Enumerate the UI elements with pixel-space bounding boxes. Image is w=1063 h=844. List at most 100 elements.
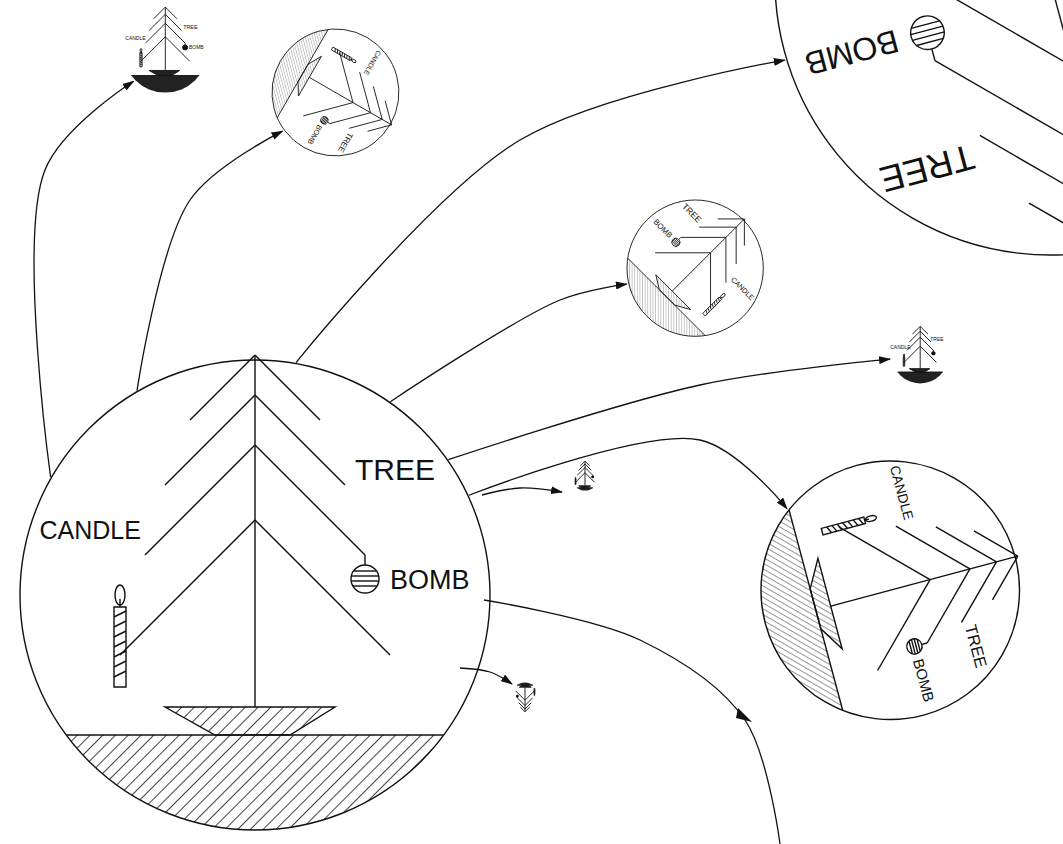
circle-outline bbox=[599, 172, 792, 365]
tree-base bbox=[165, 707, 335, 735]
branch bbox=[579, 464, 585, 470]
tree-base bbox=[579, 486, 591, 488]
tree-circle: CANDLETREEBOMB bbox=[272, 29, 399, 156]
candle-stripe bbox=[848, 520, 853, 527]
tree-label: CANDLE bbox=[887, 464, 915, 522]
candle-stripe bbox=[114, 611, 126, 617]
tree-group bbox=[884, 326, 956, 396]
candle-stripe bbox=[114, 621, 126, 627]
candle-stripe bbox=[534, 692, 536, 693]
bomb-string bbox=[364, 555, 365, 565]
bomb-stripe bbox=[932, 353, 935, 354]
bomb-stripe bbox=[322, 116, 326, 122]
branch bbox=[839, 508, 930, 599]
candle-wick bbox=[903, 355, 904, 357]
candle-stripe bbox=[336, 49, 339, 53]
arrow-line bbox=[482, 488, 562, 495]
bomb-stripe bbox=[183, 45, 187, 46]
branch bbox=[1031, 0, 1063, 67]
candle bbox=[703, 297, 722, 316]
bomb-stripe bbox=[672, 240, 678, 246]
arrow-line bbox=[484, 600, 780, 844]
candle-stripe bbox=[903, 359, 904, 361]
tree-drawing bbox=[123, 8, 208, 93]
candle-stripe bbox=[842, 522, 847, 529]
connector-arrow bbox=[390, 284, 626, 402]
candle-stripe bbox=[534, 690, 536, 691]
connector-arrow bbox=[296, 60, 785, 363]
bomb-stripe bbox=[516, 696, 518, 697]
tree-label: BOMB bbox=[390, 567, 470, 594]
bomb-stripe bbox=[351, 575, 378, 576]
candle bbox=[575, 479, 577, 485]
candle-stripe bbox=[140, 64, 142, 65]
branch bbox=[321, 52, 371, 102]
candle-stripe bbox=[338, 51, 341, 55]
tree-label: CANDLE bbox=[729, 276, 755, 302]
branch bbox=[858, 579, 949, 670]
tree-base bbox=[909, 368, 929, 371]
candle-wick bbox=[534, 694, 535, 696]
bomb bbox=[351, 565, 379, 593]
tree-trunk bbox=[830, 556, 1017, 606]
candle-stripe bbox=[140, 53, 142, 54]
candle-stripe bbox=[832, 524, 837, 531]
bomb-stripe bbox=[183, 48, 187, 49]
branch bbox=[519, 703, 525, 709]
branch bbox=[255, 395, 345, 485]
arrow-head-shape bbox=[736, 708, 752, 722]
bomb-stripe bbox=[353, 585, 377, 586]
bomb-stripe bbox=[516, 695, 518, 696]
bomb-stripe bbox=[932, 352, 935, 353]
tree-circle: CANDLETREE bbox=[892, 327, 948, 383]
candle-stripe bbox=[903, 358, 904, 360]
candle-stripe bbox=[575, 480, 577, 481]
tree-label: TREE bbox=[681, 202, 704, 225]
tree-base bbox=[149, 70, 180, 75]
candle-wick bbox=[864, 519, 868, 520]
candle-flame bbox=[575, 477, 577, 478]
candle bbox=[903, 356, 904, 366]
connector-arrow bbox=[448, 359, 890, 460]
candle-stripe bbox=[333, 48, 336, 52]
ground bbox=[0, 735, 555, 844]
small-tree bbox=[504, 671, 546, 712]
candle-stripe bbox=[713, 302, 717, 306]
branch bbox=[525, 691, 534, 700]
candle-wick bbox=[350, 59, 352, 60]
candle-flame bbox=[534, 694, 536, 695]
candle-stripe bbox=[826, 526, 831, 533]
candle-flame bbox=[903, 354, 904, 356]
tree-label: TREE bbox=[876, 139, 978, 199]
bomb-stripe bbox=[592, 477, 594, 478]
tree-trunk bbox=[1015, 0, 1063, 258]
tree-drawing bbox=[272, 29, 399, 156]
branch bbox=[165, 14, 181, 30]
branch bbox=[1029, 183, 1063, 279]
candle-stripe bbox=[114, 661, 126, 667]
branch bbox=[190, 355, 255, 420]
bomb-stripe bbox=[592, 476, 594, 477]
branch bbox=[585, 473, 594, 482]
tree-base bbox=[803, 558, 842, 652]
bomb-stripe bbox=[592, 476, 594, 477]
tree-group bbox=[215, 0, 432, 195]
candle bbox=[140, 52, 142, 66]
tree-base bbox=[519, 685, 531, 687]
ground bbox=[884, 372, 956, 396]
tree-label: BOMB bbox=[651, 218, 673, 240]
branch bbox=[909, 331, 920, 342]
branch bbox=[585, 464, 591, 470]
branch bbox=[936, 514, 997, 575]
branch bbox=[875, 0, 1063, 109]
tree-circle: CANDLETREEBOMB bbox=[761, 461, 1020, 720]
tree-trunk bbox=[164, 7, 165, 70]
ground bbox=[564, 488, 606, 502]
candle-wick bbox=[119, 599, 120, 607]
candle-stripe bbox=[343, 53, 346, 57]
candle-flame bbox=[350, 58, 356, 63]
bomb-stripe bbox=[321, 116, 324, 122]
arrow-line bbox=[460, 668, 512, 684]
circle-outline bbox=[732, 432, 1049, 749]
candle-stripe bbox=[853, 519, 858, 526]
